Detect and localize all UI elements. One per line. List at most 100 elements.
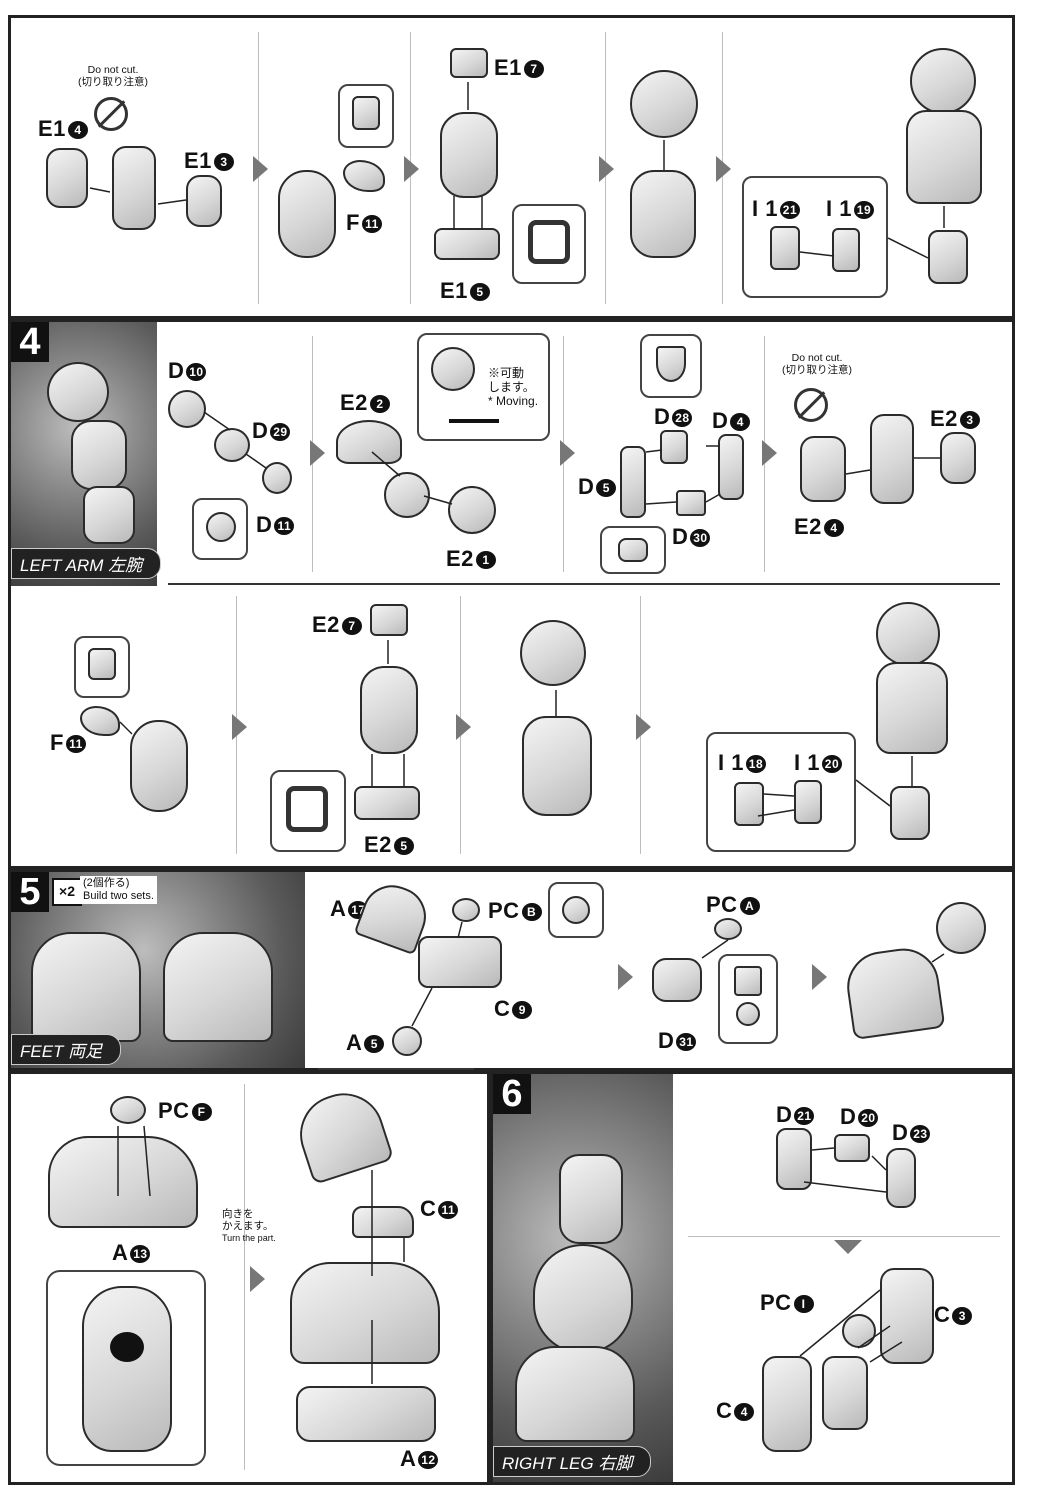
- part-d29: [214, 428, 250, 462]
- step-arrow: [636, 714, 651, 740]
- part-head-sphere: [910, 48, 976, 114]
- part-head-sphere: [630, 70, 698, 138]
- part-pc-i: [842, 1314, 876, 1348]
- detail-inset: [640, 334, 702, 398]
- part-torso: [278, 170, 336, 258]
- part-d31: [652, 958, 702, 1002]
- step-arrow: [456, 714, 471, 740]
- part-hand: [890, 786, 930, 840]
- detail-inset: [192, 498, 248, 560]
- part-torso-assembly: [440, 112, 498, 198]
- part-d11-ball: [262, 462, 292, 494]
- row-divider: [688, 1236, 1000, 1237]
- step-arrow: [762, 440, 777, 466]
- part-body-complete: [876, 662, 948, 754]
- part-body: [630, 170, 696, 258]
- part-e2-7: [370, 604, 408, 636]
- part-i1-21: [770, 226, 800, 270]
- step-arrow: [812, 964, 827, 990]
- divider: [244, 1084, 245, 1470]
- detail-inset: [74, 636, 130, 698]
- do-not-cut-note: Do not cut.(切り取り注意): [782, 352, 852, 376]
- part-f11: [343, 160, 385, 192]
- detail-inset: [512, 204, 586, 284]
- part-i1-18: [734, 782, 764, 826]
- step-arrow: [232, 714, 247, 740]
- build-two-note: (2個作る)Build two sets.: [80, 876, 157, 904]
- part-body-complete: [906, 110, 982, 204]
- detail-inset: [742, 176, 888, 298]
- down-arrow: [834, 1240, 862, 1254]
- part-e2-4: [800, 436, 846, 502]
- part-a13: [48, 1136, 198, 1228]
- part-torso: [130, 720, 188, 812]
- step-number-4: 4: [11, 322, 49, 362]
- row-divider: [168, 583, 1000, 585]
- part-e2-2: [336, 420, 402, 464]
- part-a12: [296, 1386, 436, 1442]
- step-arrow: [310, 440, 325, 466]
- part-d10: [168, 390, 206, 428]
- part-pc-f: [110, 1096, 146, 1124]
- part-torso-assembly: [360, 666, 418, 754]
- left-arm-photo: [11, 322, 157, 586]
- part-c3: [880, 1268, 934, 1364]
- step-number-6: 6: [493, 1074, 531, 1114]
- right-leg-photo: [493, 1074, 673, 1482]
- detail-inset: [718, 954, 778, 1044]
- turn-note: 向きをかえます。Turn the part.: [222, 1208, 276, 1243]
- detail-inset: [46, 1270, 206, 1466]
- part-e2-5: [354, 786, 420, 820]
- part-c11: [352, 1206, 414, 1238]
- part-elbow-joint: [384, 472, 430, 518]
- part-head-sphere: [520, 620, 586, 686]
- part-d20: [834, 1134, 870, 1162]
- part-d30: [676, 490, 706, 516]
- part-head-sphere: [876, 602, 940, 666]
- step-number-5: 5: [11, 872, 49, 912]
- detail-inset: [338, 84, 394, 148]
- part-i1-20: [794, 780, 822, 824]
- part-e1-7: [450, 48, 488, 78]
- part-c3-side: [822, 1356, 868, 1430]
- part-arm-body: [870, 414, 914, 504]
- right-leg-tag: RIGHT LEG 右脚: [493, 1446, 652, 1477]
- feet-tag: FEET 両足: [11, 1034, 122, 1065]
- part-e1-body: [112, 146, 156, 230]
- part-e1-4: [46, 148, 88, 208]
- moving-note: ※可動します。* Moving.: [488, 366, 539, 408]
- no-cut-icon: [794, 388, 828, 422]
- row-divider: [318, 1068, 474, 1070]
- part-e2-3: [940, 432, 976, 484]
- part-c4: [762, 1356, 812, 1452]
- do-not-cut-note: Do not cut.(切り取り注意): [78, 64, 148, 88]
